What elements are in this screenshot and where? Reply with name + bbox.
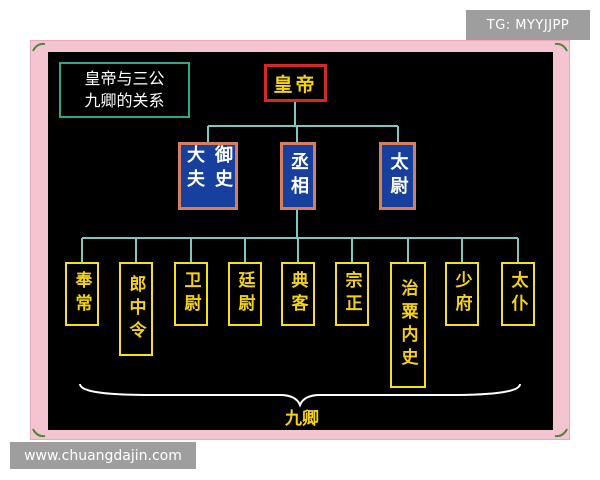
node-qing-weiwei: 卫尉	[174, 262, 208, 326]
node-qing-shaofu: 少府	[445, 262, 479, 326]
node-qing-zongzheng: 宗正	[335, 262, 369, 326]
watermark-bottom-left: www.chuangdajin.com	[10, 442, 196, 469]
legend-line-1: 皇帝与三公	[84, 69, 165, 88]
diagram-legend-title: 皇帝与三公 九卿的关系	[59, 62, 190, 118]
node-qing-zhisuneishi: 治粟内史	[390, 262, 426, 388]
node-qing-fengchang: 奉常	[65, 262, 99, 326]
leaf-corner-icon	[32, 428, 46, 438]
legend-line-2: 九卿的关系	[84, 91, 165, 110]
node-qing-langzhongling: 郎中令	[119, 262, 153, 356]
leaf-corner-icon	[554, 428, 568, 438]
node-emperor: 皇帝	[264, 64, 327, 102]
blackboard-background	[48, 52, 553, 430]
node-qing-taipu: 太仆	[501, 262, 535, 326]
watermark-top-right: TG: MYYJJPP	[466, 10, 590, 40]
node-gong-yushidafu: 御史大夫	[178, 142, 238, 210]
node-qing-tingwei: 廷尉	[228, 262, 262, 326]
node-gong-taiwei: 太尉	[379, 142, 416, 210]
nine-qing-group-label: 九卿	[285, 409, 319, 429]
node-qing-dianke: 典客	[281, 262, 315, 326]
nine-qing-brace	[79, 383, 521, 408]
leaf-corner-icon	[554, 42, 568, 52]
node-gong-chengxiang: 丞相	[280, 142, 316, 210]
leaf-corner-icon	[32, 42, 46, 52]
